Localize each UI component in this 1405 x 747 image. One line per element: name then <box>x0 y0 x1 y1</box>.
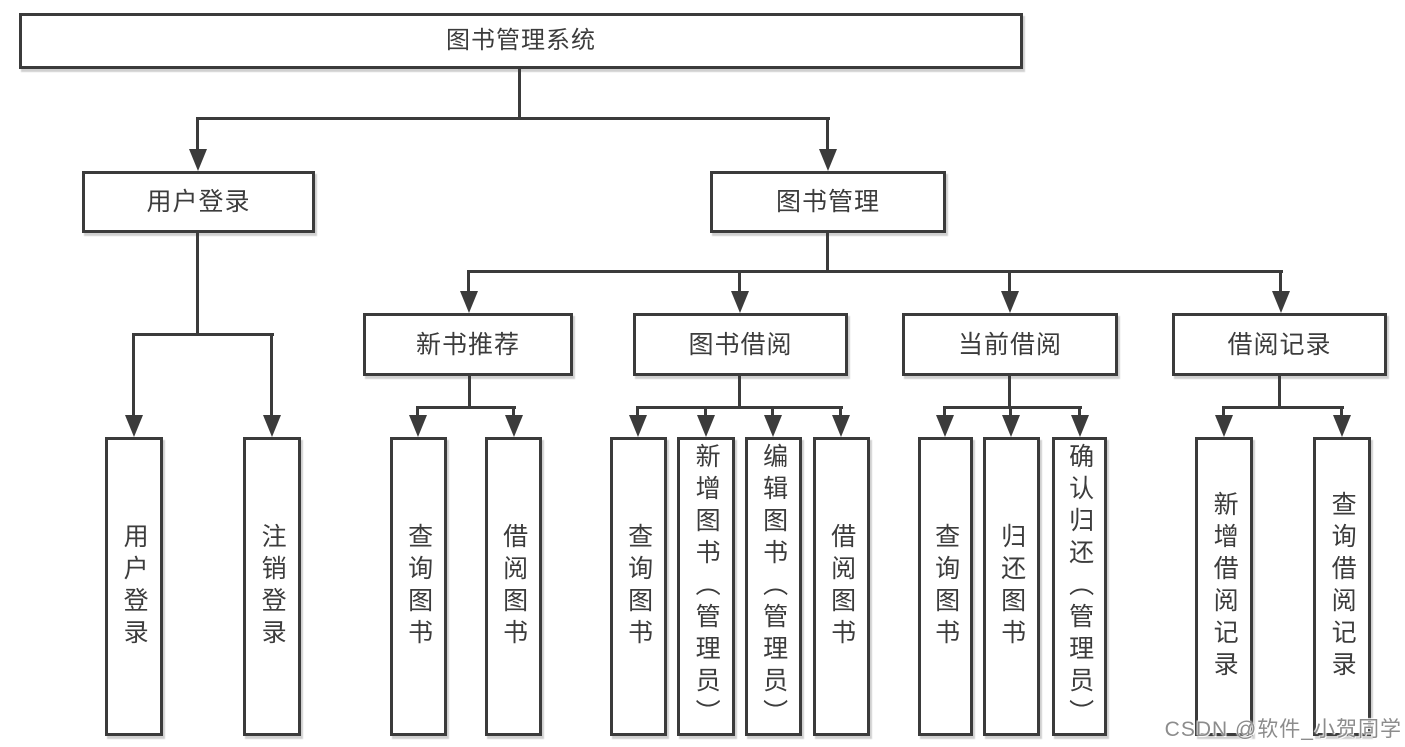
node-book-borrowing-label: 图书借阅 <box>688 330 793 359</box>
connector-new-book-branch <box>416 406 516 409</box>
connector-borrowing-records-stem <box>1278 375 1281 408</box>
connector-current-borrowing-stem <box>1008 375 1011 408</box>
connector-user-login-branch <box>132 333 274 336</box>
leaf-current-return-books-label: 归还图书 <box>997 522 1026 651</box>
node-current-borrowing-label: 当前借阅 <box>957 330 1062 359</box>
arrowhead-down-icon <box>409 415 427 437</box>
connector-drop <box>771 408 774 417</box>
leaf-user-login: 用户登录 <box>105 437 163 736</box>
connector-drop <box>1009 408 1012 417</box>
leaf-records-add-record-label: 新增借阅记录 <box>1210 490 1239 683</box>
leaf-borrowing-add-books-admin-label: 新增图书（管理员） <box>692 442 721 731</box>
connector-book-borrowing-branch <box>636 406 843 409</box>
arrowhead-down-icon <box>697 415 715 437</box>
leaf-current-confirm-return-admin: 确认归还（管理员） <box>1052 437 1107 736</box>
connector-user-login-stem <box>196 232 199 335</box>
arrowhead-down-icon <box>936 415 954 437</box>
arrowhead-down-icon <box>189 149 207 171</box>
leaf-logout-label: 注销登录 <box>258 522 287 651</box>
arrowhead-down-icon <box>764 415 782 437</box>
connector-drop-current-borrowing <box>1008 272 1011 293</box>
node-book-borrowing: 图书借阅 <box>633 313 848 376</box>
connector-root-stem <box>518 68 521 119</box>
node-borrowing-records-label: 借阅记录 <box>1227 330 1332 359</box>
leaf-newbook-borrow-books: 借阅图书 <box>485 437 542 736</box>
connector-drop-leaf-user-login <box>132 335 135 416</box>
node-root: 图书管理系统 <box>19 13 1023 69</box>
connector-drop <box>416 408 419 417</box>
arrowhead-down-icon <box>629 415 647 437</box>
arrowhead-down-icon <box>263 415 281 437</box>
node-new-book-recommend-label: 新书推荐 <box>415 330 520 359</box>
connector-level1-branch <box>196 117 830 120</box>
leaf-newbook-borrow-books-label: 借阅图书 <box>499 522 528 651</box>
arrowhead-down-icon <box>731 291 749 313</box>
connector-drop <box>512 408 515 417</box>
connector-drop-new-book <box>467 272 470 293</box>
connector-drop-borrowing-records <box>1279 272 1282 293</box>
node-root-label: 图书管理系统 <box>446 26 596 54</box>
arrowhead-down-icon <box>460 291 478 313</box>
node-new-book-recommend: 新书推荐 <box>363 313 573 376</box>
connector-drop <box>943 408 946 417</box>
connector-book-borrowing-stem <box>738 375 741 408</box>
leaf-borrowing-query-books: 查询图书 <box>610 437 667 736</box>
arrowhead-down-icon <box>819 149 837 171</box>
node-borrowing-records: 借阅记录 <box>1172 313 1387 376</box>
arrowhead-down-icon <box>1272 291 1290 313</box>
connector-drop <box>839 408 842 417</box>
connector-level3-branch <box>467 270 1283 273</box>
leaf-records-add-record: 新增借阅记录 <box>1195 437 1253 736</box>
arrowhead-down-icon <box>832 415 850 437</box>
arrowhead-down-icon <box>125 415 143 437</box>
arrowhead-down-icon <box>1333 415 1351 437</box>
connector-current-borrowing-branch <box>943 406 1082 409</box>
connector-drop-user-login <box>196 119 199 150</box>
arrowhead-down-icon <box>1071 415 1089 437</box>
connector-drop-book-management <box>826 119 829 150</box>
node-current-borrowing: 当前借阅 <box>902 313 1118 376</box>
leaf-borrowing-borrow-books: 借阅图书 <box>813 437 870 736</box>
connector-drop <box>704 408 707 417</box>
leaf-records-query-record-label: 查询借阅记录 <box>1328 490 1357 683</box>
leaf-borrowing-edit-books-admin-label: 编辑图书（管理员） <box>759 442 788 731</box>
leaf-records-query-record: 查询借阅记录 <box>1313 437 1371 736</box>
arrowhead-down-icon <box>505 415 523 437</box>
leaf-newbook-query-books-label: 查询图书 <box>404 522 433 651</box>
leaf-current-query-books-label: 查询图书 <box>931 522 960 651</box>
connector-drop <box>1340 408 1343 417</box>
arrowhead-down-icon <box>1215 415 1233 437</box>
connector-drop-book-borrowing <box>738 272 741 293</box>
node-book-management-label: 图书管理 <box>775 188 880 216</box>
leaf-user-login-label: 用户登录 <box>120 522 149 651</box>
connector-book-management-stem <box>826 232 829 272</box>
arrowhead-down-icon <box>1001 291 1019 313</box>
leaf-logout: 注销登录 <box>243 437 301 736</box>
leaf-current-confirm-return-admin-label: 确认归还（管理员） <box>1065 442 1094 731</box>
connector-borrowing-records-branch <box>1222 406 1344 409</box>
leaf-borrowing-edit-books-admin: 编辑图书（管理员） <box>745 437 802 736</box>
leaf-newbook-query-books: 查询图书 <box>390 437 447 736</box>
leaf-current-return-books: 归还图书 <box>983 437 1040 736</box>
connector-drop-leaf-logout <box>270 335 273 416</box>
node-book-management: 图书管理 <box>710 171 946 233</box>
leaf-borrowing-query-books-label: 查询图书 <box>624 522 653 651</box>
leaf-current-query-books: 查询图书 <box>918 437 973 736</box>
node-user-login-label: 用户登录 <box>146 188 251 216</box>
watermark: CSDN @软件_小贺同学 <box>1164 718 1402 741</box>
arrowhead-down-icon <box>1002 415 1020 437</box>
leaf-borrowing-add-books-admin: 新增图书（管理员） <box>677 437 735 736</box>
leaf-borrowing-borrow-books-label: 借阅图书 <box>827 522 856 651</box>
connector-drop <box>1078 408 1081 417</box>
connector-new-book-stem <box>468 375 471 408</box>
connector-drop <box>636 408 639 417</box>
node-user-login: 用户登录 <box>82 171 315 233</box>
connector-drop <box>1222 408 1225 417</box>
